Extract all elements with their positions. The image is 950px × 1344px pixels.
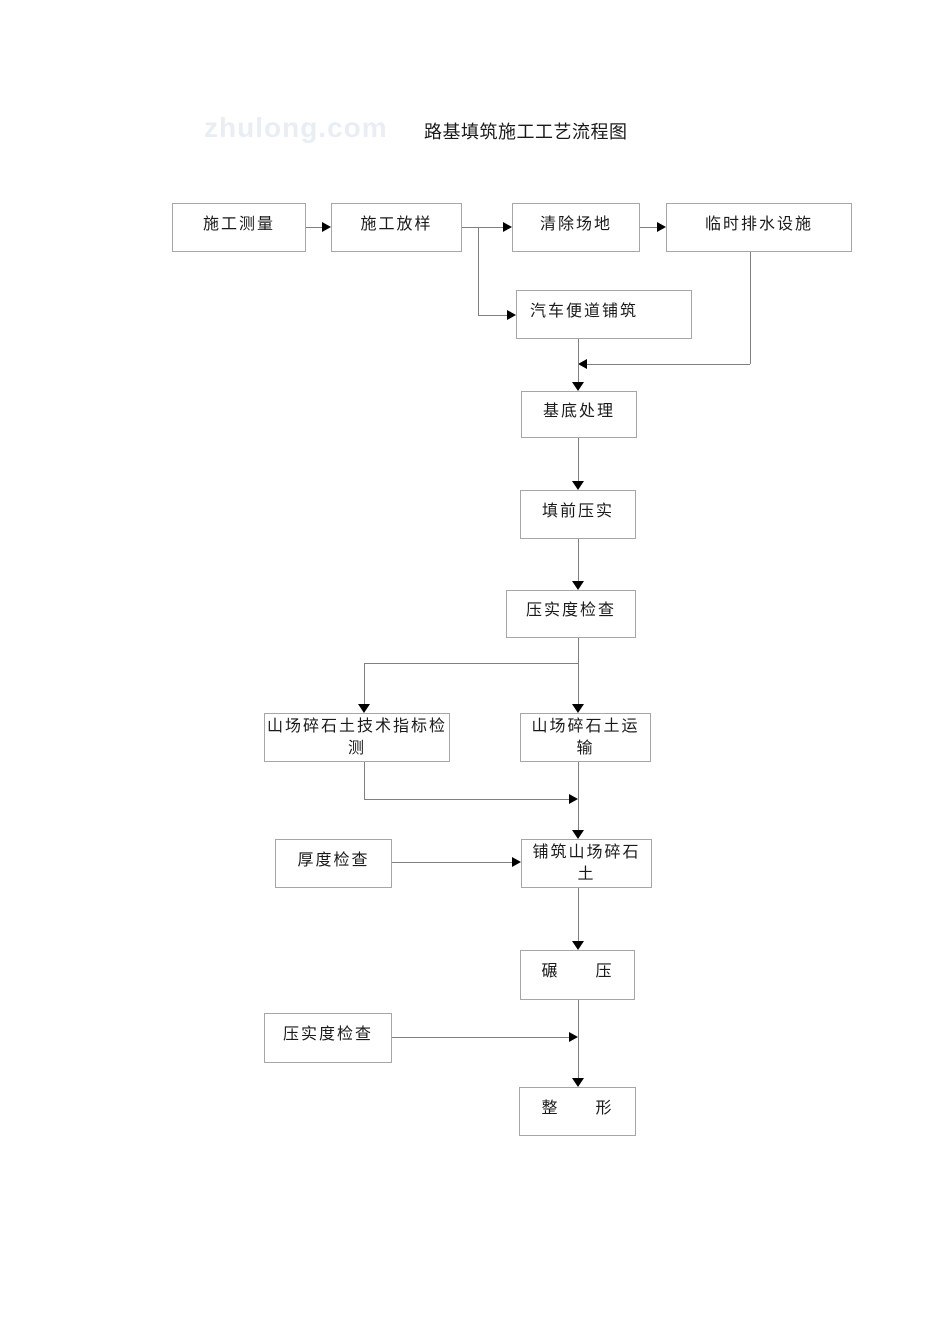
node-temp-drainage: 临时排水设施 [666, 203, 852, 252]
node-pre-fill-compaction: 填前压实 [520, 490, 636, 539]
conn-check2-arrow-icon [569, 1032, 578, 1042]
conn-paving-rolling-arrow-icon [572, 941, 584, 950]
watermark: zhulong.com [204, 112, 388, 143]
conn-split-transport-vline [578, 663, 579, 704]
node-shaping: 整 形 [519, 1087, 636, 1136]
conn-base-precompact-arrow-icon [572, 481, 584, 490]
conn-stakeout-haulroad-arrow-icon [507, 310, 516, 320]
node-gravel-transport: 山场碎石土运 输 [520, 713, 651, 762]
conn-split-indextest-vline [364, 663, 365, 704]
node-site-clearing: 清除场地 [512, 203, 640, 252]
conn-check1-split-hline [364, 663, 578, 664]
conn-indextest-merge-arrow-icon [569, 794, 578, 804]
conn-stakeout-haulroad-vline [478, 227, 479, 315]
conn-rolling-shaping-arrow-icon [572, 1078, 584, 1087]
conn-transport-paving-vline [578, 762, 579, 830]
node-haul-road: 汽车便道铺筑 [516, 290, 692, 339]
node-compaction-check-1: 压实度检查 [506, 590, 636, 638]
conn-thickness-paving-arrow-icon [512, 857, 521, 867]
conn-stakeout-clearing-arrow-icon [503, 222, 512, 232]
conn-transport-paving-arrow-icon [572, 830, 584, 839]
conn-haulroad-base-vline [578, 339, 579, 382]
conn-survey-stakeout-line [306, 227, 322, 228]
conn-drainage-hline [587, 364, 750, 365]
node-rolling: 碾 压 [520, 950, 635, 1000]
conn-split-transport-arrow-icon [572, 704, 584, 713]
conn-drainage-vline [750, 252, 751, 364]
conn-rolling-shaping-vline [578, 1000, 579, 1078]
conn-drainage-arrow-icon [578, 359, 587, 369]
conn-stakeout-clearing-line [462, 227, 503, 228]
conn-paving-rolling-vline [578, 888, 579, 941]
page-title: 路基填筑施工工艺流程图 [424, 122, 628, 142]
conn-haulroad-base-arrow-icon [572, 382, 584, 391]
conn-clearing-drainage-line [640, 227, 657, 228]
node-survey: 施工测量 [172, 203, 306, 252]
conn-thickness-paving-line [392, 862, 512, 863]
conn-check2-line [392, 1037, 569, 1038]
conn-check1-split-vline [578, 638, 579, 663]
conn-survey-stakeout-arrow-icon [322, 222, 331, 232]
conn-split-indextest-arrow-icon [358, 704, 370, 713]
conn-base-precompact-vline [578, 438, 579, 481]
node-gravel-paving: 铺筑山场碎石 土 [521, 839, 652, 888]
conn-precompact-check1-vline [578, 539, 579, 581]
node-base-treatment: 基底处理 [521, 391, 637, 438]
conn-stakeout-haulroad-hline [478, 315, 507, 316]
node-stakeout: 施工放样 [331, 203, 462, 252]
conn-precompact-check1-arrow-icon [572, 581, 584, 590]
node-gravel-index-test: 山场碎石土技术指标检 测 [264, 713, 450, 762]
conn-indextest-merge-hline [364, 799, 569, 800]
conn-indextest-merge-vline [364, 762, 365, 799]
conn-clearing-drainage-arrow-icon [657, 222, 666, 232]
node-thickness-check: 厚度检查 [275, 839, 392, 888]
node-compaction-check-2: 压实度检查 [264, 1013, 392, 1063]
